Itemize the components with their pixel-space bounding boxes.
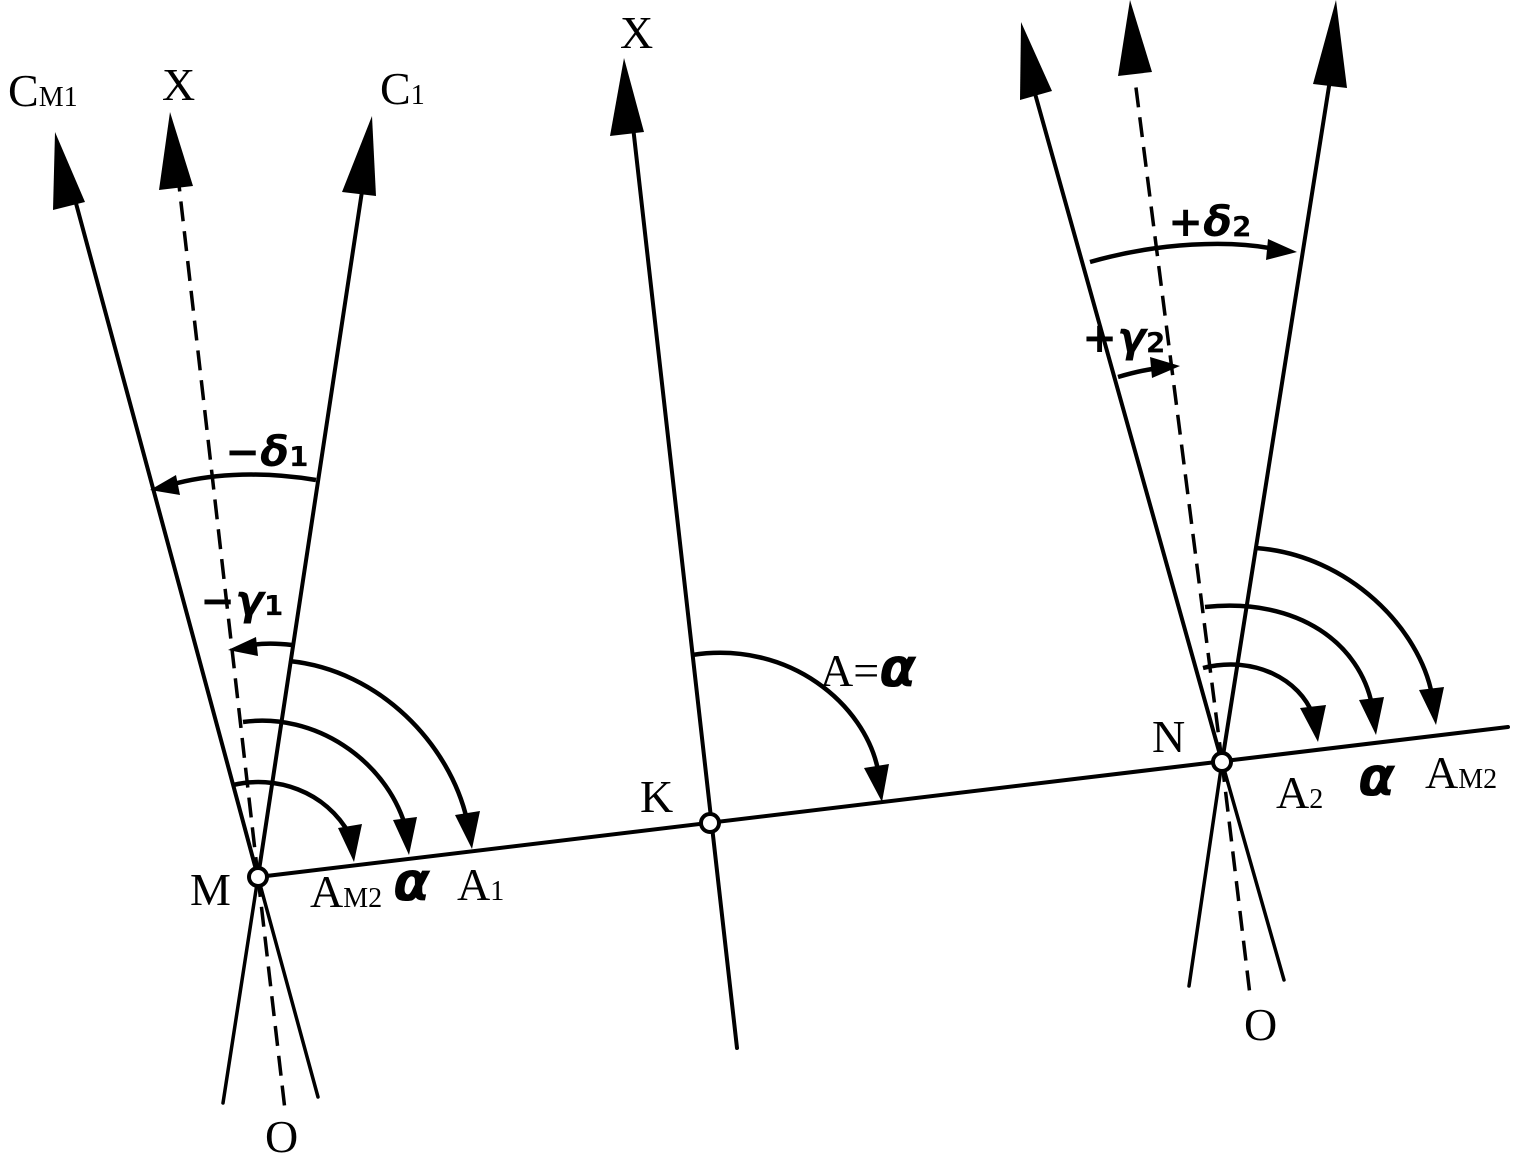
- label-left-a1: A1: [457, 859, 504, 910]
- arc-a1-left: [288, 658, 470, 821]
- axis-x-right-dashed: [1133, 79, 1224, 763]
- arrowhead-alpha-left: [393, 817, 417, 855]
- arc-alpha-left: [242, 718, 408, 826]
- line-c1-left: [256, 163, 368, 879]
- axis-o-right-dashed: [1220, 761, 1252, 996]
- arrowhead-delta1: [150, 475, 180, 495]
- arrowhead-gamma2: [1150, 357, 1180, 378]
- arrowhead-delta2: [1266, 239, 1297, 260]
- arc-a-alpha-center: [691, 650, 881, 771]
- label-axis-o-left: O: [265, 1111, 298, 1162]
- label-gamma2: +γ2: [1082, 313, 1165, 362]
- arrowhead-left-ray-right: [1020, 22, 1052, 100]
- label-point-n: N: [1152, 711, 1185, 762]
- arrowhead-a2-right: [1300, 705, 1326, 742]
- label-left-alpha: α: [393, 850, 431, 913]
- label-left-am2: AM2: [310, 866, 382, 917]
- point-n-marker: [1211, 751, 1233, 773]
- point-k-marker: [699, 812, 721, 834]
- arrowhead-alpha-right: [1359, 697, 1384, 735]
- arc-alpha-right: [1204, 603, 1375, 706]
- line-right-ray-right: [1220, 78, 1332, 764]
- arc-am2-right: [1255, 545, 1435, 696]
- line-cm1-left: [65, 168, 260, 879]
- label-axis-x-left: X: [162, 59, 195, 110]
- label-point-k: K: [640, 771, 673, 822]
- arrowhead-right-ray-right: [1313, 0, 1347, 88]
- arrowhead-gamma1: [228, 637, 258, 656]
- line-c1-extension: [221, 875, 260, 1105]
- line-left-ray-extension: [1220, 760, 1286, 982]
- label-c1: C1: [380, 63, 425, 114]
- arc-a2-right: [1202, 662, 1316, 716]
- arrowhead-c1: [342, 116, 376, 196]
- label-delta1: −δ1: [225, 427, 309, 476]
- baseline: [256, 725, 1510, 879]
- label-right-a2: A2: [1276, 767, 1323, 818]
- label-axis-x-center: X: [620, 7, 653, 58]
- arrowhead-am2-left: [338, 824, 362, 862]
- arc-delta1: [169, 472, 317, 488]
- axis-x-left-dashed: [173, 149, 260, 878]
- label-a-equals-alpha: A=α: [820, 636, 917, 699]
- label-right-am2: AM2: [1425, 747, 1497, 798]
- arrowhead-a1-left: [455, 811, 480, 849]
- arrowhead-x-left: [159, 112, 193, 190]
- line-right-ray-extension: [1187, 760, 1224, 988]
- arc-delta2: [1089, 241, 1276, 265]
- axis-o-left-dashed: [256, 876, 287, 1111]
- label-gamma1: −γ1: [200, 576, 283, 625]
- line-left-ray-right: [1032, 88, 1224, 764]
- label-cm1: CM1: [8, 65, 78, 116]
- arrowhead-x-right: [1118, 0, 1152, 76]
- line-x-center: [628, 98, 739, 1050]
- point-m-marker: [247, 866, 269, 888]
- arrowhead-cm1: [53, 132, 85, 210]
- line-cm1-extension: [256, 875, 320, 1099]
- arrowhead-a-alpha-center: [864, 764, 889, 802]
- label-delta2: +δ2: [1168, 197, 1252, 246]
- arrowhead-am2-right: [1419, 687, 1444, 725]
- arrowhead-x-center: [610, 58, 644, 136]
- label-point-m: M: [190, 864, 231, 915]
- label-right-alpha: α: [1358, 745, 1396, 808]
- label-axis-o-right: O: [1244, 999, 1277, 1050]
- arc-am2-left: [232, 779, 352, 837]
